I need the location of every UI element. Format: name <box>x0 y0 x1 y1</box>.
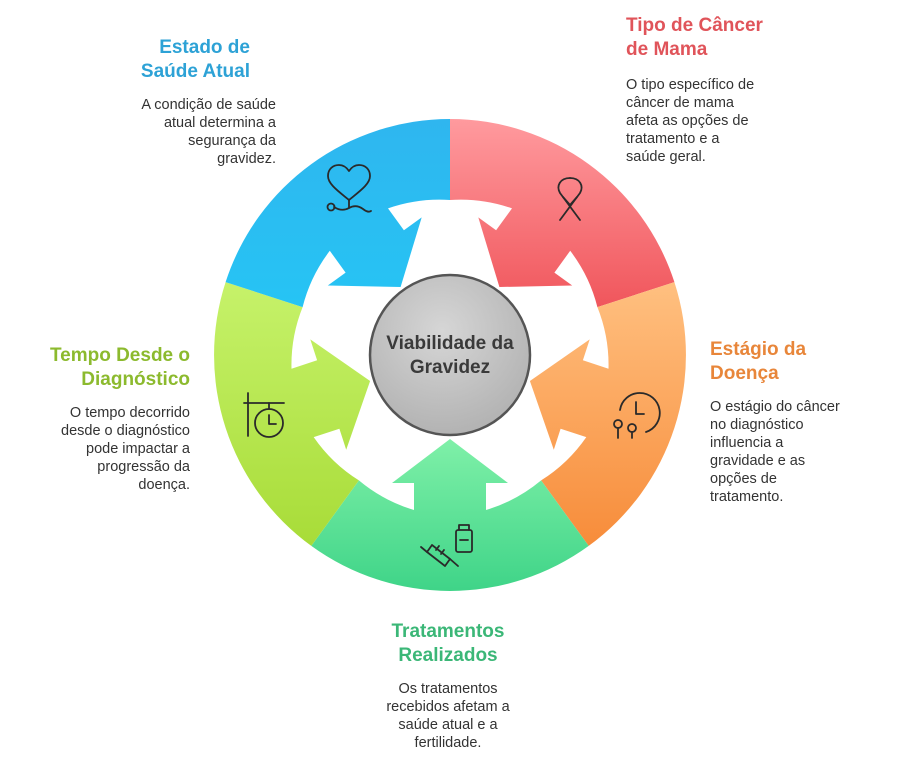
center-node: Viabilidade da Gravidez <box>368 273 532 437</box>
syringe-vial-icon <box>420 524 473 567</box>
awareness-ribbon-icon <box>557 177 583 221</box>
stage-title: Estágio da Doença <box>710 339 807 384</box>
clock-stages-icon <box>613 392 661 439</box>
segment-treatments <box>311 439 589 591</box>
health-title: Estado de Saúde Atual <box>140 37 250 82</box>
timer-sign-icon <box>243 392 285 438</box>
segment-cancer-type <box>450 119 675 308</box>
cancer-type-title: Tipo de Câncer de Mama <box>626 15 763 60</box>
segment-health <box>225 119 450 308</box>
treatments-description: Os tratamentos recebidos afetam a saúde … <box>386 681 510 751</box>
center-label-line2: Gravidez <box>410 357 490 378</box>
heart-stethoscope-icon <box>326 164 372 213</box>
cancer-type-description: O tipo específico de câncer de mama afet… <box>626 77 755 165</box>
health-description: A condição de saúde atual determina a se… <box>141 97 276 167</box>
center-label-line1: Viabilidade da <box>386 333 514 354</box>
segment-stage <box>529 282 686 546</box>
treatments-title: Tratamentos Realizados <box>391 621 505 666</box>
segment-time <box>214 282 371 546</box>
time-title: Tempo Desde o Diagnóstico <box>49 345 190 390</box>
stage-description: O estágio do câncer no diagnóstico influ… <box>710 399 840 505</box>
time-description: O tempo decorrido desde o diagnóstico po… <box>61 405 190 493</box>
